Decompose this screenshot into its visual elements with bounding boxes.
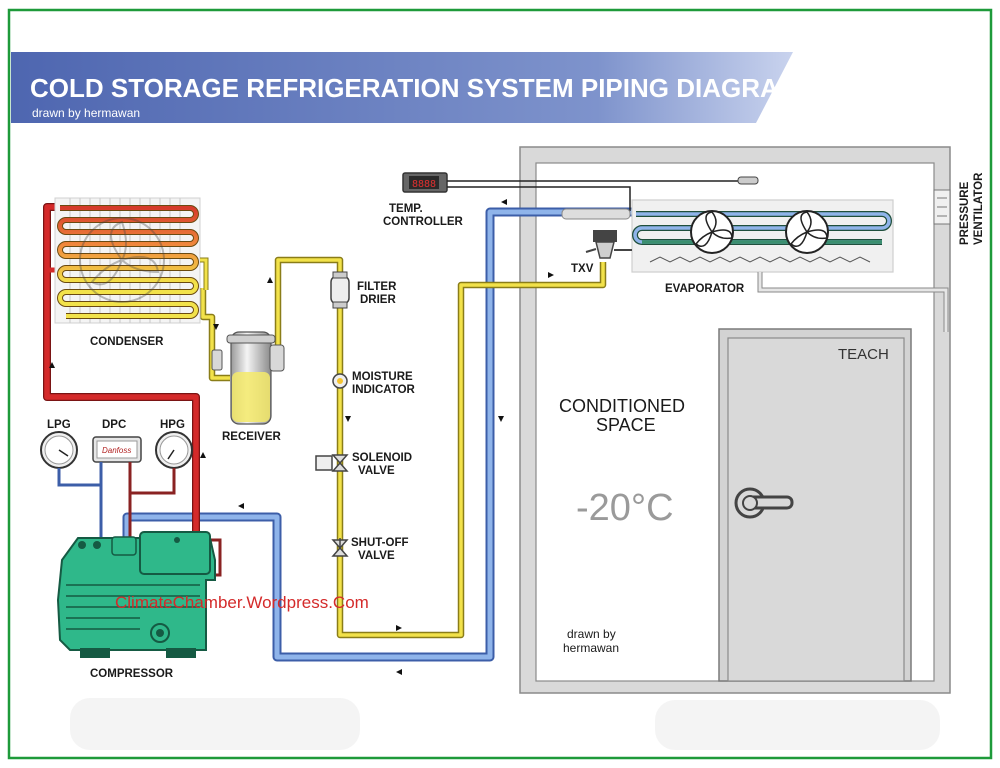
receiver bbox=[211, 331, 285, 425]
suction-line bbox=[122, 207, 632, 662]
temp-controller-label-2: CONTROLLER bbox=[383, 216, 464, 228]
flow-arrow-icon bbox=[345, 416, 351, 422]
pressure-ventilator-label-1: PRESSURE bbox=[959, 181, 971, 245]
filter-drier bbox=[330, 271, 350, 309]
condenser-label: CONDENSER bbox=[90, 336, 164, 348]
flow-arrow-icon bbox=[49, 362, 55, 368]
blurred-overlay bbox=[70, 698, 360, 750]
filter-drier-label-1: FILTER bbox=[357, 281, 397, 293]
solenoid-valve-label-2: VALVE bbox=[358, 465, 395, 477]
pressure-ventilator bbox=[933, 189, 951, 225]
dpc-brand-logo: Danfoss bbox=[102, 446, 131, 455]
flow-arrow-icon bbox=[213, 324, 219, 330]
evaporator-fan-icon bbox=[785, 210, 829, 254]
door-tag: TEACH bbox=[838, 346, 889, 363]
page-subtitle: drawn by hermawan bbox=[32, 106, 140, 120]
pressure-ventilator-label-2: VENTILATOR bbox=[973, 172, 985, 245]
liquid-line bbox=[199, 256, 607, 639]
evaporator bbox=[631, 199, 949, 332]
shutoff-valve-label-1: SHUT-OFF bbox=[351, 537, 409, 549]
solenoid-valve bbox=[315, 454, 349, 472]
solenoid-valve-label-1: SOLENOID bbox=[352, 452, 412, 464]
flow-arrow-icon bbox=[396, 669, 402, 675]
temp-sensor-probe-icon bbox=[737, 176, 759, 185]
shutoff-valve bbox=[331, 538, 349, 557]
credit-line-1: drawn by bbox=[567, 627, 616, 641]
temperature-readout: -20°C bbox=[576, 487, 674, 529]
hpg-label: HPG bbox=[160, 419, 185, 431]
flow-arrows bbox=[49, 199, 554, 675]
filter-drier-label-2: DRIER bbox=[360, 294, 396, 306]
credit-line-2: hermawan bbox=[563, 641, 619, 655]
flow-arrow-icon bbox=[501, 199, 507, 205]
temp-controller: 8888 bbox=[402, 172, 759, 211]
website-watermark: ClimateChamber.Wordpress.Com bbox=[115, 593, 369, 612]
compressor bbox=[56, 531, 216, 658]
controller-display: 8888 bbox=[412, 179, 436, 190]
condenser bbox=[54, 197, 209, 324]
page-title: COLD STORAGE REFRIGERATION SYSTEM PIPING… bbox=[30, 73, 800, 103]
moisture-indicator-label-2: INDICATOR bbox=[352, 384, 416, 396]
temp-controller-label-1: TEMP. bbox=[389, 203, 423, 215]
conditioned-space-label-2: SPACE bbox=[596, 415, 656, 435]
moisture-indicator-label-1: MOISTURE bbox=[352, 371, 413, 383]
flow-arrow-icon bbox=[548, 272, 554, 278]
door-handle-icon[interactable] bbox=[734, 487, 794, 519]
receiver-label: RECEIVER bbox=[222, 431, 281, 443]
shutoff-valve-label-2: VALVE bbox=[358, 550, 395, 562]
txv-label: TXV bbox=[571, 263, 594, 275]
blurred-overlay bbox=[655, 700, 940, 750]
evaporator-fan-icon bbox=[690, 210, 734, 254]
low-pressure-gauge bbox=[40, 431, 101, 487]
flow-arrow-icon bbox=[200, 452, 206, 458]
txv bbox=[561, 208, 632, 259]
receiver-valve-icon bbox=[269, 344, 285, 372]
lpg-label: LPG bbox=[47, 419, 71, 431]
compressor-label: COMPRESSOR bbox=[90, 668, 174, 680]
flow-arrow-icon bbox=[267, 277, 273, 283]
evaporator-label: EVAPORATOR bbox=[665, 283, 745, 295]
conditioned-space-label-1: CONDITIONED bbox=[559, 396, 685, 416]
high-pressure-gauge bbox=[130, 431, 193, 495]
door[interactable] bbox=[718, 328, 912, 682]
dpc-label: DPC bbox=[102, 419, 126, 431]
condenser-fan-icon bbox=[79, 217, 165, 303]
moisture-indicator bbox=[332, 373, 348, 389]
flow-arrow-icon bbox=[396, 625, 402, 631]
flow-arrow-icon bbox=[238, 503, 244, 509]
flow-arrow-icon bbox=[498, 416, 504, 422]
title-banner bbox=[11, 52, 793, 123]
